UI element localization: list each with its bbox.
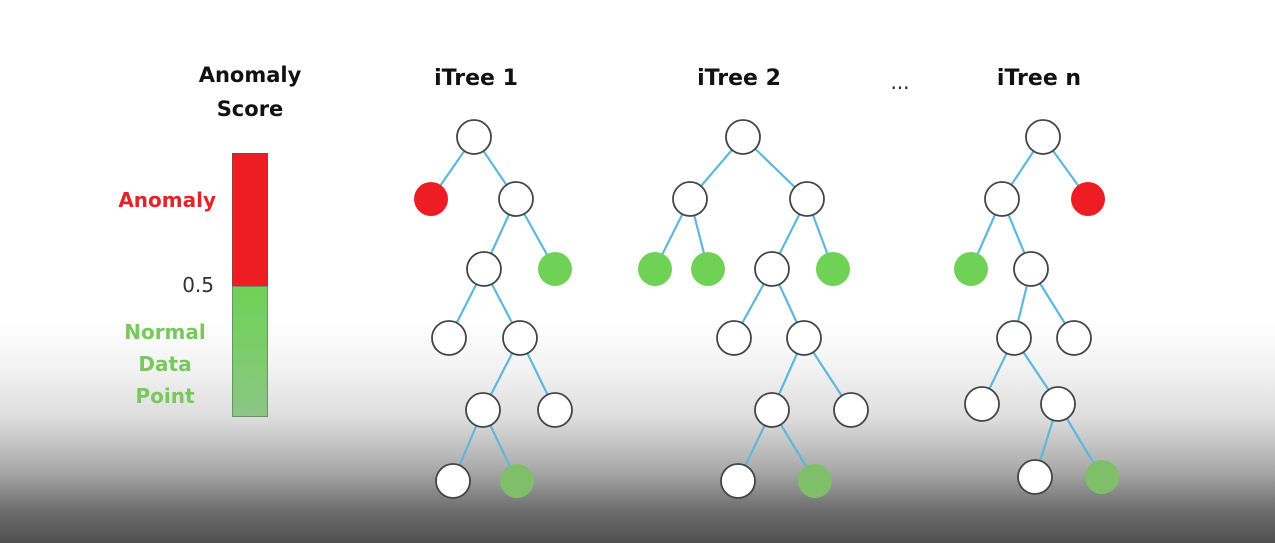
threshold-label: 0.5	[182, 273, 214, 297]
itree-1-title: iTree 1	[434, 66, 518, 91]
anomaly-score-title: Anomaly Score	[180, 58, 320, 126]
tree-node	[537, 392, 573, 428]
normal-node	[691, 252, 725, 286]
tree-node	[466, 251, 502, 287]
tree-node	[786, 320, 822, 356]
itree-2	[638, 119, 869, 499]
tree-node	[435, 463, 471, 499]
normal-label-line1: Normal	[124, 320, 206, 344]
tree-node	[1040, 386, 1076, 422]
anomaly-label: Anomaly	[118, 188, 216, 212]
anomaly-score-bar-green	[232, 286, 268, 417]
tree-node	[456, 119, 492, 155]
itree-n	[954, 119, 1119, 495]
normal-node	[798, 464, 832, 498]
tree-node	[984, 181, 1020, 217]
anomaly-score-title-line2: Score	[216, 97, 284, 121]
normal-node	[1085, 460, 1119, 494]
normal-data-point-label: Normal Data Point	[100, 316, 230, 412]
anomaly-score-bar-red	[232, 153, 268, 286]
normal-node	[954, 252, 988, 286]
tree-node	[754, 392, 790, 428]
tree-node	[754, 251, 790, 287]
itree-n-title: iTree n	[996, 66, 1082, 91]
itree-2-title: iTree 2	[697, 66, 781, 91]
tree-node	[502, 320, 538, 356]
normal-node	[500, 464, 534, 498]
tree-node	[465, 392, 501, 428]
normal-label-line2: Data	[138, 352, 192, 376]
tree-node	[996, 320, 1032, 356]
tree-node	[1025, 119, 1061, 155]
tree-node	[1017, 459, 1053, 495]
trees-ellipsis: ...	[890, 70, 910, 94]
tree-node	[498, 181, 534, 217]
normal-node	[638, 252, 672, 286]
normal-node	[816, 252, 850, 286]
tree-node	[1013, 251, 1049, 287]
tree-node	[964, 386, 1000, 422]
tree-node	[431, 320, 467, 356]
tree-node	[789, 181, 825, 217]
anomaly-score-title-line1: Anomaly	[198, 63, 302, 87]
tree-node	[720, 463, 756, 499]
normal-label-line3: Point	[135, 384, 195, 408]
anomaly-node	[414, 182, 448, 216]
itree-1	[414, 119, 573, 499]
tree-node	[672, 181, 708, 217]
tree-node	[833, 392, 869, 428]
anomaly-node	[1071, 182, 1105, 216]
tree-node	[725, 119, 761, 155]
tree-node	[716, 320, 752, 356]
normal-node	[538, 252, 572, 286]
tree-node	[1056, 320, 1092, 356]
